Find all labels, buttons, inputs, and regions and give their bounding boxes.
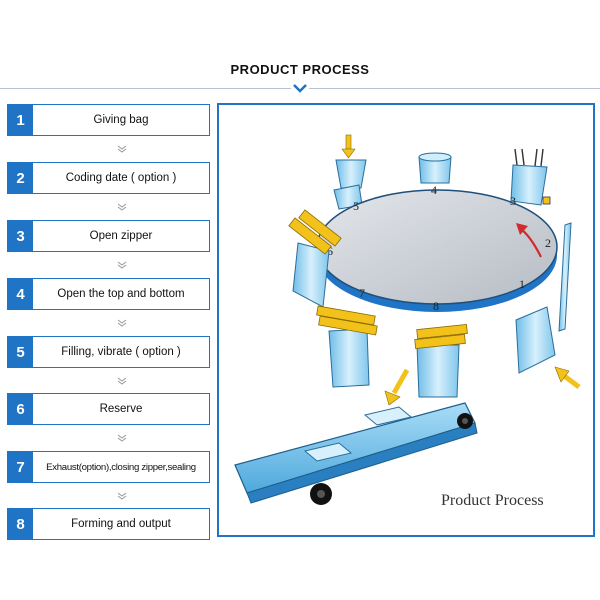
step-number: 5 bbox=[8, 337, 33, 367]
bag-station-7 bbox=[316, 305, 378, 388]
chevron-down-icon bbox=[117, 203, 127, 211]
step-4: 4 Open the top and bottom bbox=[7, 278, 210, 310]
station-label: 6 bbox=[327, 244, 333, 258]
step-number: 2 bbox=[8, 163, 33, 193]
step-2: 2 Coding date ( option ) bbox=[7, 162, 210, 194]
incoming-bag bbox=[515, 306, 556, 374]
step-label: Giving bag bbox=[93, 114, 149, 126]
step-3: 3 Open zipper bbox=[7, 220, 210, 252]
page-title: PRODUCT PROCESS bbox=[230, 62, 370, 77]
station-label: 7 bbox=[359, 286, 365, 300]
step-number: 6 bbox=[8, 394, 33, 424]
feed-arrow-icon bbox=[341, 134, 356, 159]
machine-diagram-panel: 1 2 3 4 5 6 7 8 bbox=[217, 103, 595, 537]
step-number: 3 bbox=[8, 221, 33, 251]
station-label: 5 bbox=[353, 199, 359, 213]
bag-station-2 bbox=[558, 222, 572, 332]
bag-station-8 bbox=[414, 323, 468, 398]
bag-station-5 bbox=[333, 159, 367, 210]
step-number: 4 bbox=[8, 279, 33, 309]
chevron-down-icon bbox=[117, 492, 127, 500]
output-arrow-icon bbox=[384, 368, 410, 406]
step-label: Forming and output bbox=[71, 518, 171, 530]
step-7: 7 Exhaust(option),closing zipper,sealing bbox=[7, 451, 210, 483]
station-label: 4 bbox=[431, 183, 437, 197]
step-number: 7 bbox=[8, 452, 33, 482]
input-arrow-icon bbox=[554, 366, 581, 389]
chevron-down-icon bbox=[291, 82, 309, 94]
step-5: 5 Filling, vibrate ( option ) bbox=[7, 336, 210, 368]
step-8: 8 Forming and output bbox=[7, 508, 210, 540]
bag-station-6 bbox=[288, 209, 342, 308]
step-label: Open the top and bottom bbox=[57, 288, 185, 300]
step-number: 1 bbox=[8, 105, 33, 135]
station-label: 3 bbox=[510, 194, 516, 208]
step-label: Filling, vibrate ( option ) bbox=[61, 346, 181, 358]
step-number: 8 bbox=[8, 509, 33, 539]
station-label: 8 bbox=[433, 299, 439, 313]
chevron-down-icon bbox=[117, 145, 127, 153]
machine-diagram: 1 2 3 4 5 6 7 8 bbox=[234, 134, 581, 509]
step-label: Open zipper bbox=[89, 230, 153, 242]
step-1: 1 Giving bag bbox=[7, 104, 210, 136]
step-label: Coding date ( option ) bbox=[65, 172, 177, 184]
diagram-caption: Product Process bbox=[441, 492, 544, 509]
chevron-down-icon bbox=[117, 434, 127, 442]
station-label: 2 bbox=[545, 236, 551, 250]
station-label: 1 bbox=[519, 277, 525, 291]
chevron-down-icon bbox=[117, 319, 127, 327]
output-conveyor bbox=[234, 402, 478, 505]
step-label: Reserve bbox=[99, 403, 143, 415]
step-label: Exhaust(option),closing zipper,sealing bbox=[46, 461, 196, 473]
rotation-arrowhead-icon bbox=[516, 223, 528, 235]
bag-station-4 bbox=[418, 152, 452, 184]
chevron-down-icon bbox=[117, 261, 127, 269]
bag-station-3 bbox=[510, 148, 551, 206]
chevron-down-icon bbox=[117, 377, 127, 385]
step-6: 6 Reserve bbox=[7, 393, 210, 425]
